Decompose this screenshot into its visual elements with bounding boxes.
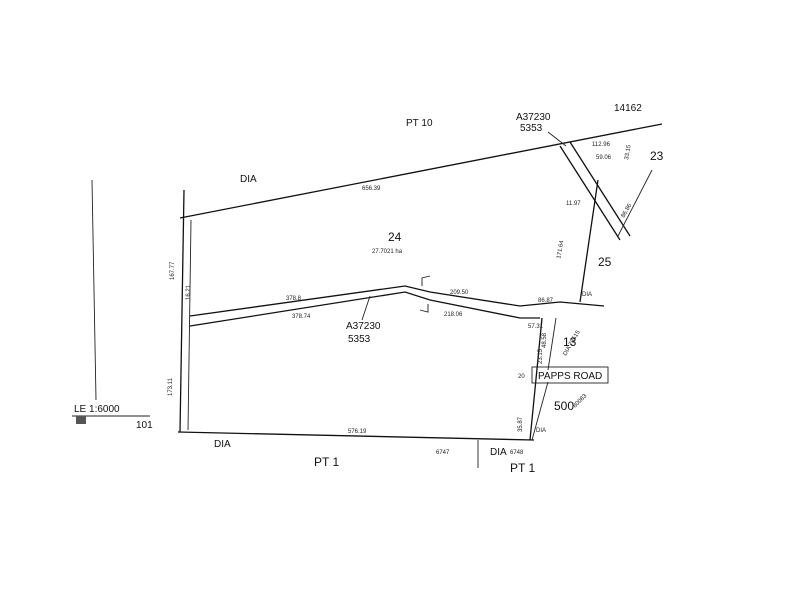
label-dim-end: 86.87 <box>538 298 554 304</box>
label-dim-strip-b: 59.06 <box>596 155 612 161</box>
label-dia-bottom-right: DIA <box>536 428 546 434</box>
label-dim-right-a: 57.31 <box>528 324 544 330</box>
label-a37230-top: A37230 <box>516 112 551 123</box>
label-dia-topleft: DIA <box>240 174 257 185</box>
leader-a37230-top <box>547 131 567 147</box>
papps-road-box <box>531 366 609 384</box>
label-dim-mid-right: 209.50 <box>450 290 469 296</box>
label-a37230-mid: A37230 <box>346 321 381 332</box>
label-lot25: 25 <box>598 255 612 269</box>
bracket-symbol-upper <box>421 275 431 286</box>
scale-marker <box>76 416 86 424</box>
easement-strip-right <box>569 141 631 237</box>
leader-a37230-mid <box>361 295 371 321</box>
label-scale: LE 1:6000 <box>74 404 120 415</box>
label-dim-mid-left-lower: 378.74 <box>292 314 311 320</box>
boundary-lot13 <box>547 317 557 371</box>
label-dia-right: DIA <box>582 292 592 298</box>
label-papps-road: PAPPS ROAD <box>538 371 602 382</box>
label-dim-left-upper: 167.77 <box>170 261 176 280</box>
label-lot500: 500 <box>554 399 574 413</box>
road-reserve-upper <box>189 285 605 317</box>
label-6747: 6747 <box>436 450 450 456</box>
label-scale-note: 101 <box>136 420 153 431</box>
boundary-bottom <box>177 431 535 441</box>
label-dim-bottom: 576.19 <box>348 429 367 435</box>
label-dim-strip-c: 86.86 <box>621 202 634 219</box>
label-lot23: 23 <box>650 149 664 163</box>
boundary-lot500 <box>531 381 549 441</box>
label-dim-right-upper: 171.64 <box>556 239 565 259</box>
label-dim-top: 656.39 <box>362 186 381 192</box>
easement-strip-left <box>559 145 621 241</box>
label-lot24: 24 <box>388 230 402 244</box>
label-dim-right-c: 23.15 <box>538 348 544 364</box>
scale-bar-line <box>91 179 97 401</box>
boundary-left <box>179 189 185 433</box>
label-dim-right-d: 35.87 <box>518 416 524 432</box>
label-dim-strip-d: 33.15 <box>624 144 633 160</box>
label-dia-bottom: DIA <box>214 439 231 450</box>
label-dim-strip-e: 11.97 <box>566 201 581 207</box>
label-dim-strip-a: 112.96 <box>592 142 611 148</box>
boundary-right-lot24 <box>579 179 599 303</box>
boundary-lot23 <box>617 169 653 237</box>
bracket-symbol-lower <box>419 304 429 313</box>
boundary-left-inner <box>187 219 192 431</box>
boundary-right-lower <box>529 317 543 441</box>
label-dim-left-lower: 173.11 <box>168 377 174 396</box>
boundary-top <box>179 123 663 219</box>
road-reserve-lower <box>189 291 540 327</box>
label-dim-right-b: 48.58 <box>542 332 548 348</box>
label-dim-mid-left: 378.8 <box>286 296 302 302</box>
label-lot13: 13 <box>563 335 577 349</box>
label-14162: 14162 <box>614 103 642 114</box>
label-pt1-right: PT 1 <box>510 461 535 475</box>
label-dim-road: 20 <box>518 374 525 380</box>
label-dim-mid-right-lower: 218.06 <box>444 312 463 318</box>
label-dia-6748: DIA <box>490 447 507 458</box>
label-5353-top: 5353 <box>520 123 543 134</box>
label-pt10: PT 10 <box>406 118 433 129</box>
label-5353-mid: 5353 <box>348 334 371 345</box>
label-pt1-left: PT 1 <box>314 455 339 469</box>
label-area24: 27.7021 ha <box>372 249 403 255</box>
label-80083: 80083 <box>572 393 589 410</box>
label-6748: 6748 <box>510 450 524 456</box>
label-dim-left-mid: 16.21 <box>186 284 192 300</box>
